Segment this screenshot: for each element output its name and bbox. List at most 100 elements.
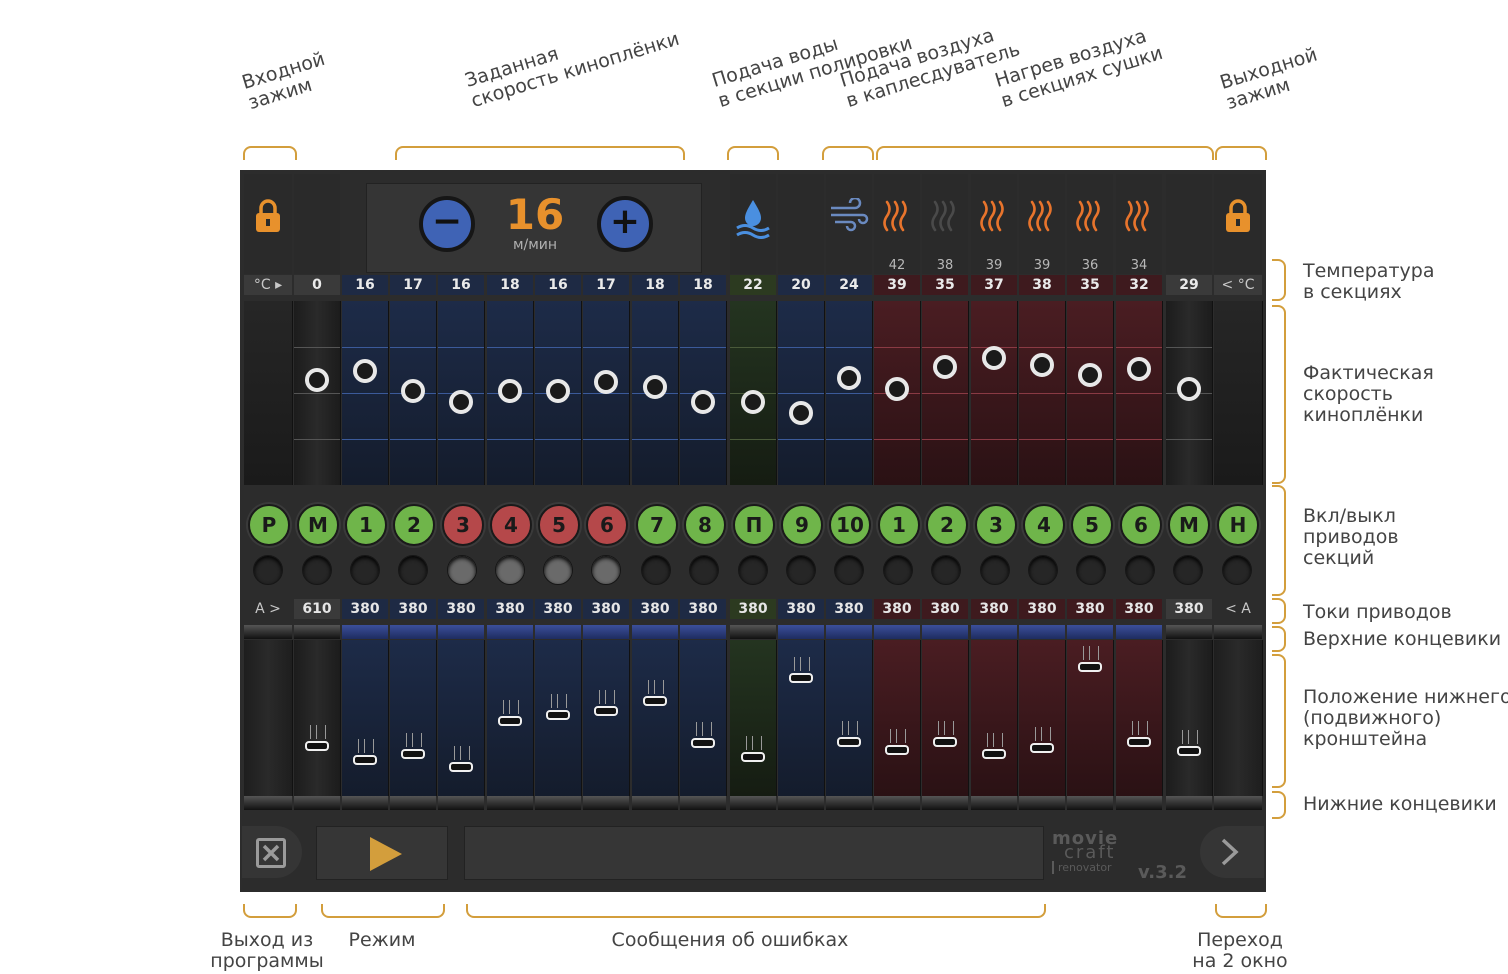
bracket-currents [1272,598,1286,624]
bracket-temp [1272,259,1286,301]
lock-icon [1214,198,1262,238]
bracket-tick-marks [987,733,1003,748]
speed-column [438,301,485,485]
bracket-tick-marks [358,739,374,754]
drive-toggle-button[interactable]: М [1168,504,1210,546]
drive-toggle-button[interactable]: 8 [684,504,726,546]
grid-line [971,393,1017,394]
lower-bracket-marker [1127,736,1151,747]
upper-limit-switch [874,625,920,639]
bracket-tick-marks [1083,645,1099,660]
water-drop-icon [730,198,776,246]
label-mode: Режим [348,929,416,951]
heater-cell[interactable]: 39 [1019,174,1065,274]
water-cell[interactable] [730,174,776,274]
grid-line [632,347,678,348]
bracket-tick-marks [1132,720,1148,735]
lower-bracket-marker [353,755,377,766]
heater-cell[interactable]: 38 [922,174,968,274]
drive-toggle-button[interactable]: 3 [442,504,484,546]
brand-line2: craft [1064,842,1116,863]
section-temperature: 17 [583,275,629,295]
drive-toggle-button[interactable]: 5 [538,504,580,546]
heater-temp-label: 39 [1033,258,1051,273]
next-window-button[interactable] [1200,826,1264,878]
set-speed-control: − 16 м/мин + [366,183,702,273]
section-temperature: 0 [294,275,340,295]
lower-bracket-marker [982,749,1006,760]
drive-toggle-button[interactable]: 3 [975,504,1017,546]
drive-toggle-button[interactable]: 10 [829,504,871,546]
grid-line [535,347,581,348]
actual-speed-marker [353,358,377,383]
drive-toggle-button[interactable]: 2 [393,504,435,546]
empty-cell-3 [1166,174,1212,274]
drive-toggle-button[interactable]: 6 [586,504,628,546]
drive-toggle-button[interactable]: 7 [636,504,678,546]
upper-limit-switch [583,625,629,639]
lower-limit-switch [390,796,436,810]
upper-limit-switch [438,625,484,639]
drive-current: 610 [294,599,340,619]
drive-toggle-button[interactable]: 5 [1071,504,1113,546]
drive-toggle-button[interactable]: 4 [490,504,532,546]
drive-toggle-button[interactable]: 1 [878,504,920,546]
drive-toggle-button[interactable]: 1 [345,504,387,546]
increase-speed-button[interactable]: + [597,196,653,252]
speed-column [778,301,825,485]
speed-column [922,301,969,485]
heat-waves-icon [1019,198,1065,236]
drive-toggle-button[interactable]: Р [248,504,290,546]
grid-line [730,347,776,348]
heater-cell[interactable]: 39 [971,174,1017,274]
bracket-mode [321,904,445,918]
grid-line [438,439,484,440]
actual-speed-marker [933,355,957,380]
drive-toggle-button[interactable]: Н [1217,504,1259,546]
label-temperature: Температура в секциях [1303,260,1435,303]
grid-line [1067,439,1113,440]
section-temperature: 16 [535,275,581,295]
heater-cell[interactable]: 34 [1116,174,1162,274]
drive-toggle-button[interactable]: 2 [926,504,968,546]
grid-line [1116,347,1162,348]
actual-speed-marker [1127,357,1151,382]
lower-bracket-marker [789,672,813,683]
temp-row-left-label: °C ▸ [244,275,292,295]
section-temperature: 38 [1019,275,1065,295]
decrease-speed-button[interactable]: − [419,196,475,252]
lower-bracket-marker [449,761,473,772]
actual-speed-marker [305,368,329,393]
grid-line [826,347,872,348]
actual-speed-marker [982,346,1006,371]
section-temperature: 18 [487,275,533,295]
output-clamp-cell[interactable] [1214,174,1262,274]
exit-button[interactable] [242,826,302,878]
upper-limit-switch [1067,625,1113,639]
drive-current: 380 [971,599,1017,619]
mode-play-button[interactable] [316,826,448,880]
lower-bracket-marker [1078,661,1102,672]
grid-line [778,347,824,348]
drive-toggle-button[interactable]: М [297,504,339,546]
drive-toggle-button[interactable]: 9 [781,504,823,546]
air-cell[interactable] [826,174,872,274]
drive-toggle-button[interactable]: 4 [1023,504,1065,546]
drive-toggle-button[interactable]: 6 [1120,504,1162,546]
heat-waves-icon [971,198,1017,236]
speed-column [971,301,1018,485]
drive-toggle-button[interactable]: П [733,504,775,546]
bracket-tick-marks [842,720,858,735]
position-column-left [244,640,293,796]
grid-line [1067,393,1113,394]
bracket-exit [243,904,297,918]
input-clamp-cell[interactable] [244,174,292,274]
heater-cell[interactable]: 36 [1067,174,1113,274]
drive-current: 380 [632,599,678,619]
drive-status-led [1028,555,1058,585]
drive-status-led [980,555,1010,585]
section-temperature: 17 [390,275,436,295]
bracket-tick-marks [696,722,712,737]
heater-cell[interactable]: 42 [874,174,920,274]
label-currents: Токи приводов [1303,601,1452,623]
